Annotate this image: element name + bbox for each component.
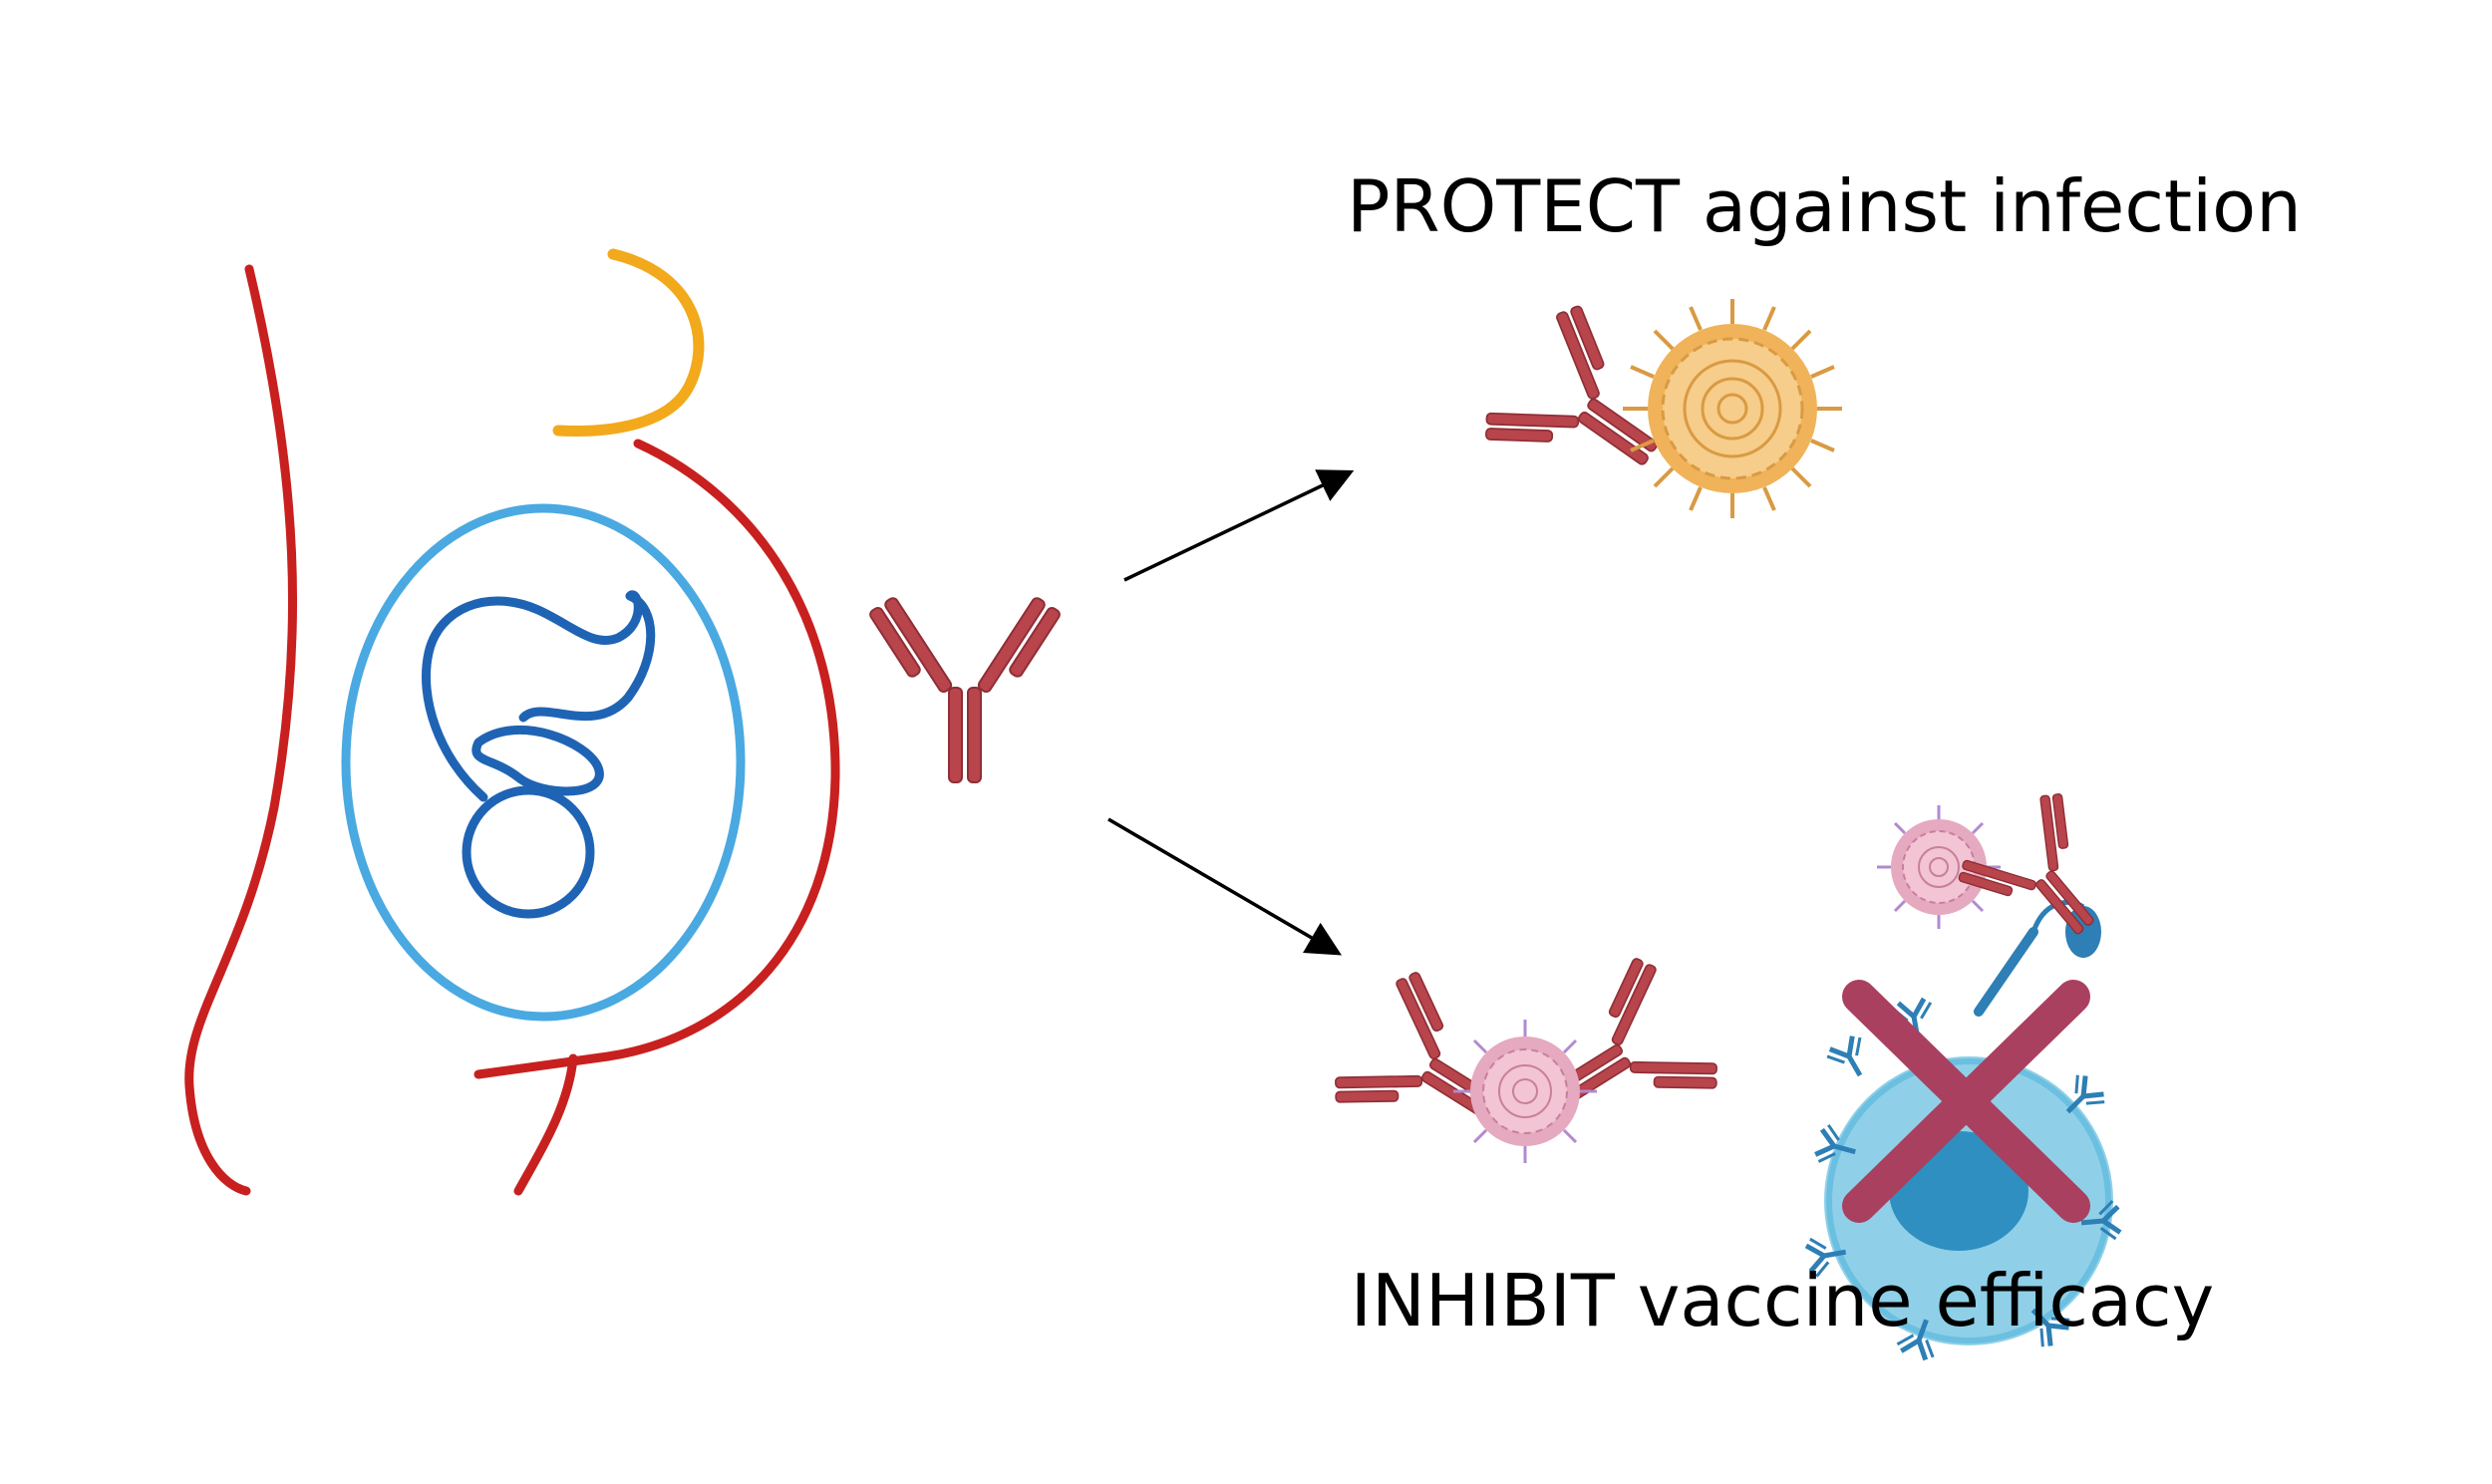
belly-outline [473, 439, 840, 1079]
back-outline [184, 264, 298, 1196]
leg-outline [513, 1053, 578, 1196]
protect-label: PROTECT against infection [1347, 164, 2302, 248]
cross-mark-icon [1842, 980, 2090, 1223]
amniotic-sac [341, 503, 746, 1022]
arrow-to-inhibit [1107, 817, 1343, 956]
pregnant-woman-outline-icon [184, 248, 840, 1196]
antibody-icon [867, 595, 1063, 783]
arrow-to-protect [1123, 469, 1355, 582]
head-outline [552, 248, 705, 437]
inhibit-label: INHIBIT vaccine efficacy [1351, 1259, 2215, 1342]
antibody-on-virus [1950, 783, 2139, 973]
virus-particle-icon [1453, 1020, 1597, 1163]
virus-particle-icon [1877, 805, 2001, 929]
virus-particle-icon [1623, 299, 1842, 518]
fetus-icon [422, 590, 656, 919]
